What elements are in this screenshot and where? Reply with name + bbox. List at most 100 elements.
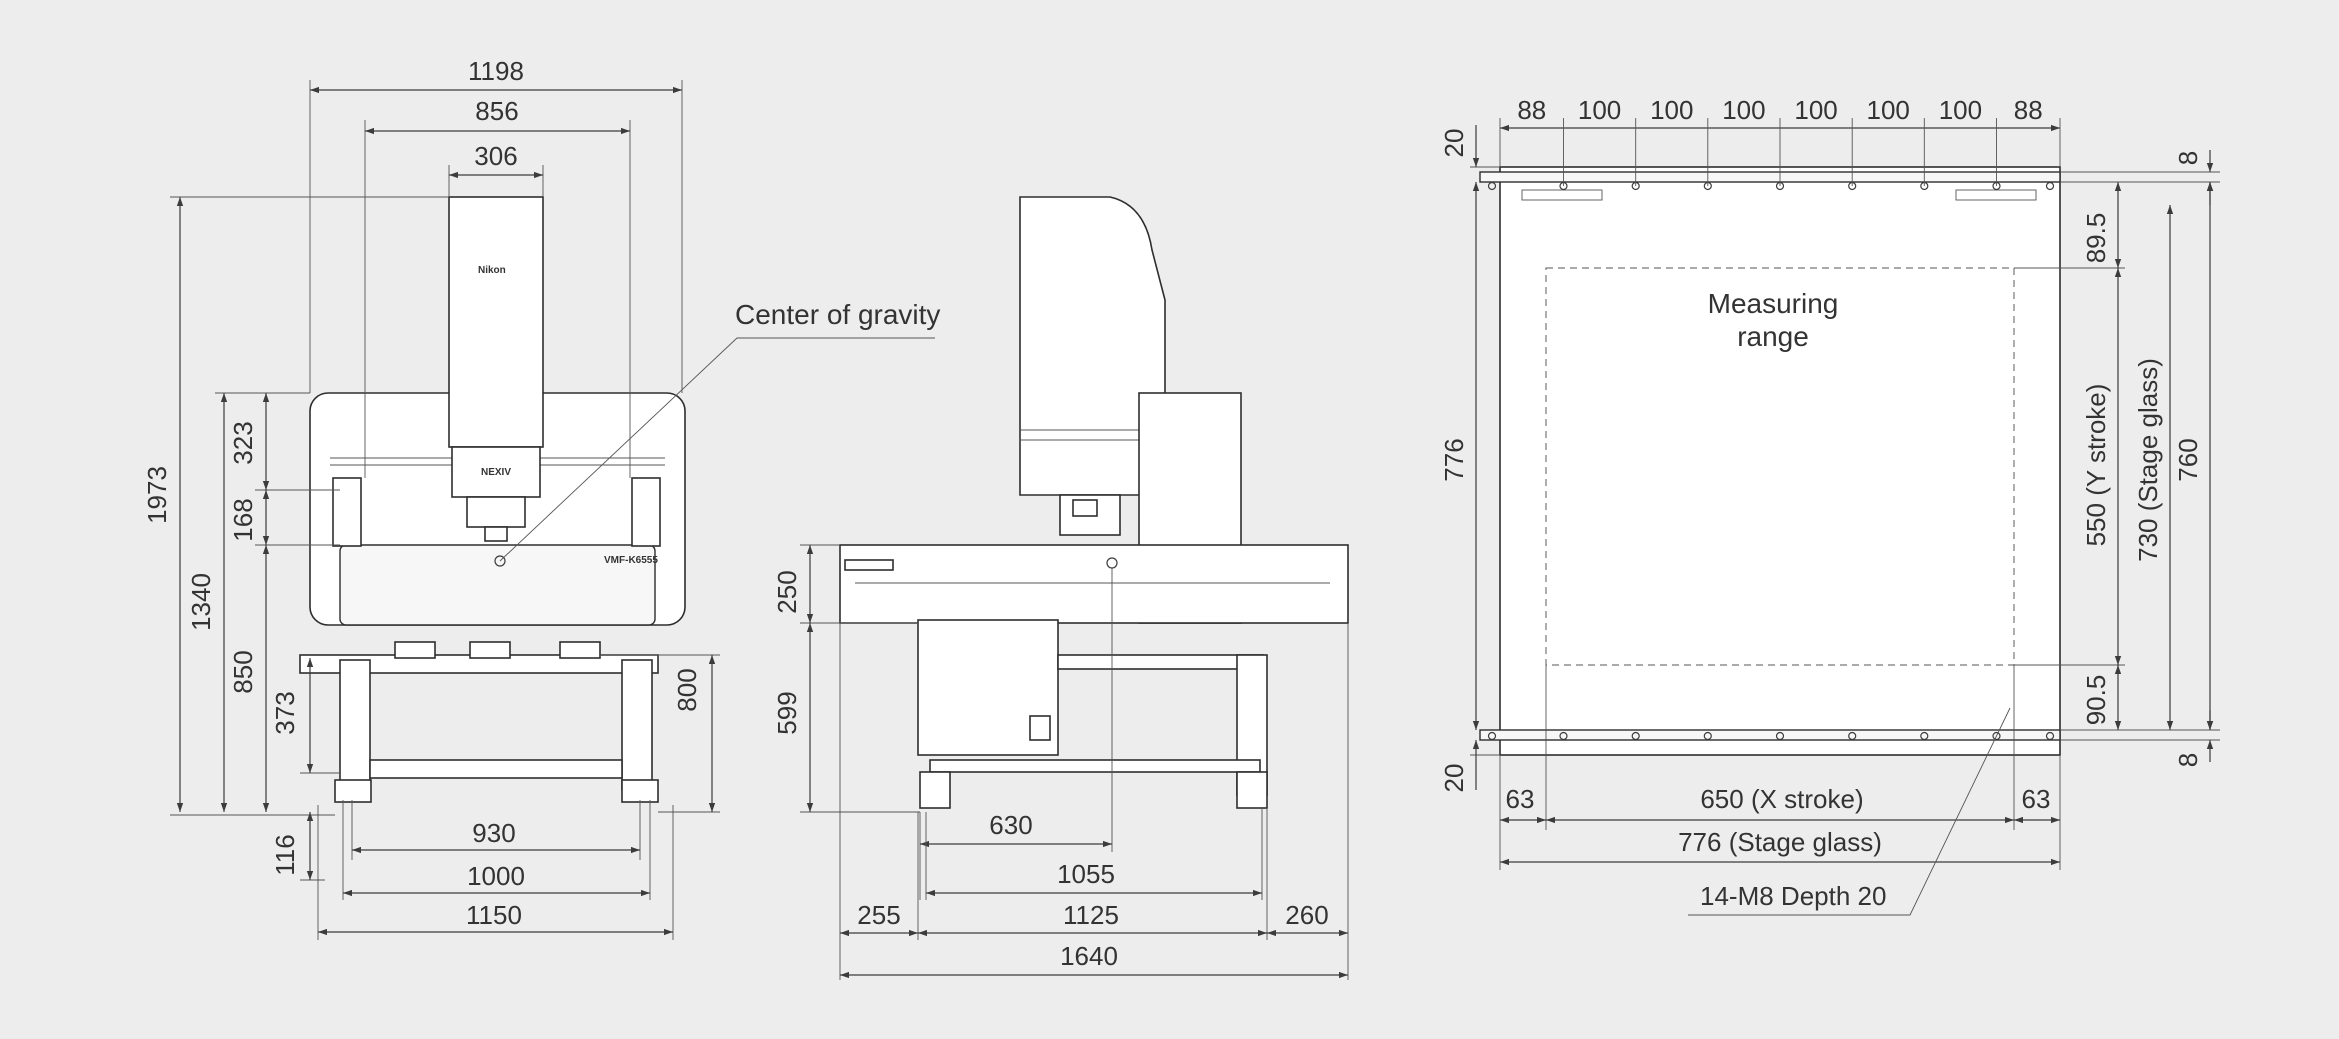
pitch-label: 88 (1517, 95, 1546, 125)
dim-1150: 1150 (466, 900, 522, 930)
gravity-marker (494, 555, 506, 567)
box-window (1029, 715, 1051, 741)
left-foot (334, 779, 372, 803)
pitch-label: 100 (1722, 95, 1765, 125)
measuring-range-line-1: Measuring (1708, 288, 1839, 319)
front-machine: Nikon NEXIV VMF-K6555 (299, 196, 935, 803)
stand-left-leg (339, 659, 371, 791)
center-of-gravity-label: Center of gravity (735, 299, 940, 330)
foot-2 (1236, 771, 1268, 809)
dim-8-bottom: 8 (2173, 753, 2203, 767)
head-housing (451, 446, 541, 498)
dim-856: 856 (475, 96, 518, 126)
dim-776-stage: 776 (Stage glass) (1678, 827, 1882, 857)
mounting-hole (1775, 731, 1785, 741)
dim-63-left: 63 (1506, 784, 1535, 814)
foot-1 (919, 771, 951, 809)
dim-630: 630 (989, 810, 1032, 840)
top-pitch-dims: 88 100 100 100 100 100 100 88 (1499, 95, 2061, 186)
dim-250: 250 (772, 570, 802, 613)
left-column (332, 477, 362, 547)
mount-1 (394, 641, 436, 659)
label-plate (844, 559, 894, 571)
mounting-hole (1487, 731, 1497, 741)
dim-323: 323 (228, 421, 258, 464)
dim-306: 306 (474, 141, 517, 171)
mounting-hole (1920, 731, 1929, 741)
hole-leader (1688, 707, 2011, 916)
pitch-label: 100 (1650, 95, 1693, 125)
dim-255: 255 (857, 900, 900, 930)
dim-1198: 1198 (468, 56, 524, 86)
dim-730-stage: 730 (Stage glass) (2133, 358, 2163, 562)
dim-373: 373 (270, 691, 300, 734)
front-bottom-dims: 930 1000 1150 (317, 800, 674, 940)
stage-outline (1499, 166, 2061, 756)
side-dims: 250 599 630 1055 255 1125 260 1640 (772, 544, 1349, 980)
front-left-dims: 1973 1340 850 323 168 373 116 (142, 196, 449, 881)
base-block (339, 544, 656, 626)
head-text: NEXIV (481, 467, 511, 478)
top-right-dims: 8 760 8 730 (Stage glass) 89.5 550 (Y st… (2014, 150, 2220, 767)
dim-20-top: 20 (1439, 129, 1469, 158)
mounting-hole (1487, 181, 1497, 191)
brand-text: Nikon (478, 265, 506, 276)
dim-1000: 1000 (467, 861, 525, 891)
gravity-leader (499, 337, 935, 562)
side-view: 250 599 630 1055 255 1125 260 1640 (772, 196, 1349, 980)
mounting-hole (1992, 731, 2001, 741)
stand-right-leg (621, 659, 653, 791)
dim-1640: 1640 (1060, 941, 1118, 971)
pitch-label: 100 (1578, 95, 1621, 125)
dim-1125: 1125 (1063, 900, 1119, 930)
dim-650-x-stroke: 650 (X stroke) (1700, 784, 1863, 814)
mount-3 (559, 641, 601, 659)
measuring-range-box (1545, 267, 2015, 666)
top-left-dims: 20 776 20 (1439, 125, 1500, 792)
dim-20-bottom: 20 (1439, 764, 1469, 793)
head-window (1072, 499, 1098, 517)
dim-1340: 1340 (186, 573, 216, 631)
front-view: Nikon NEXIV VMF-K6555 Center of gravity … (142, 56, 940, 940)
top-left-slot (1521, 189, 1603, 201)
mounting-hole (1848, 731, 1857, 741)
dim-850: 850 (228, 650, 258, 693)
side-base (839, 544, 1349, 624)
stage (1479, 166, 2061, 756)
top-bottom-dims: 63 650 (X stroke) 63 776 (Stage glass) 1… (1499, 665, 2061, 916)
dim-89-5: 89.5 (2081, 213, 2111, 264)
mount-2 (469, 641, 511, 659)
dim-550-y-stroke: 550 (Y stroke) (2081, 384, 2111, 547)
dim-168: 168 (228, 498, 258, 541)
z-column (448, 196, 544, 448)
dim-63-right: 63 (2022, 784, 2051, 814)
front-right-dims: 800 (600, 654, 720, 813)
right-foot (621, 779, 659, 803)
bottom-rail (1479, 729, 2061, 741)
stand-lower-beam (369, 759, 623, 779)
dim-116: 116 (270, 834, 300, 875)
pitch-label: 100 (1939, 95, 1982, 125)
dim-1055: 1055 (1057, 859, 1115, 889)
dim-90-5: 90.5 (2081, 675, 2111, 726)
mounting-hole (2045, 731, 2055, 741)
pitch-label: 100 (1867, 95, 1910, 125)
side-machine (839, 196, 1349, 809)
pitch-label: 88 (2014, 95, 2043, 125)
dim-800: 800 (672, 668, 702, 711)
dim-8-top: 8 (2173, 151, 2203, 165)
mounting-hole (2045, 181, 2055, 191)
pitch-label: 100 (1794, 95, 1837, 125)
right-column (631, 477, 661, 547)
mounting-hole (1631, 731, 1640, 741)
dim-260: 260 (1285, 900, 1328, 930)
dim-776-left: 776 (1439, 438, 1469, 481)
hole-label: 14-M8 Depth 20 (1700, 881, 1886, 911)
dim-599: 599 (772, 691, 802, 734)
stand-top (1057, 654, 1264, 670)
dim-930: 930 (472, 818, 515, 848)
bottom-hole-row (1487, 731, 2055, 741)
objective (484, 526, 508, 542)
dim-760: 760 (2173, 438, 2203, 481)
model-text: VMF-K6555 (604, 555, 658, 566)
